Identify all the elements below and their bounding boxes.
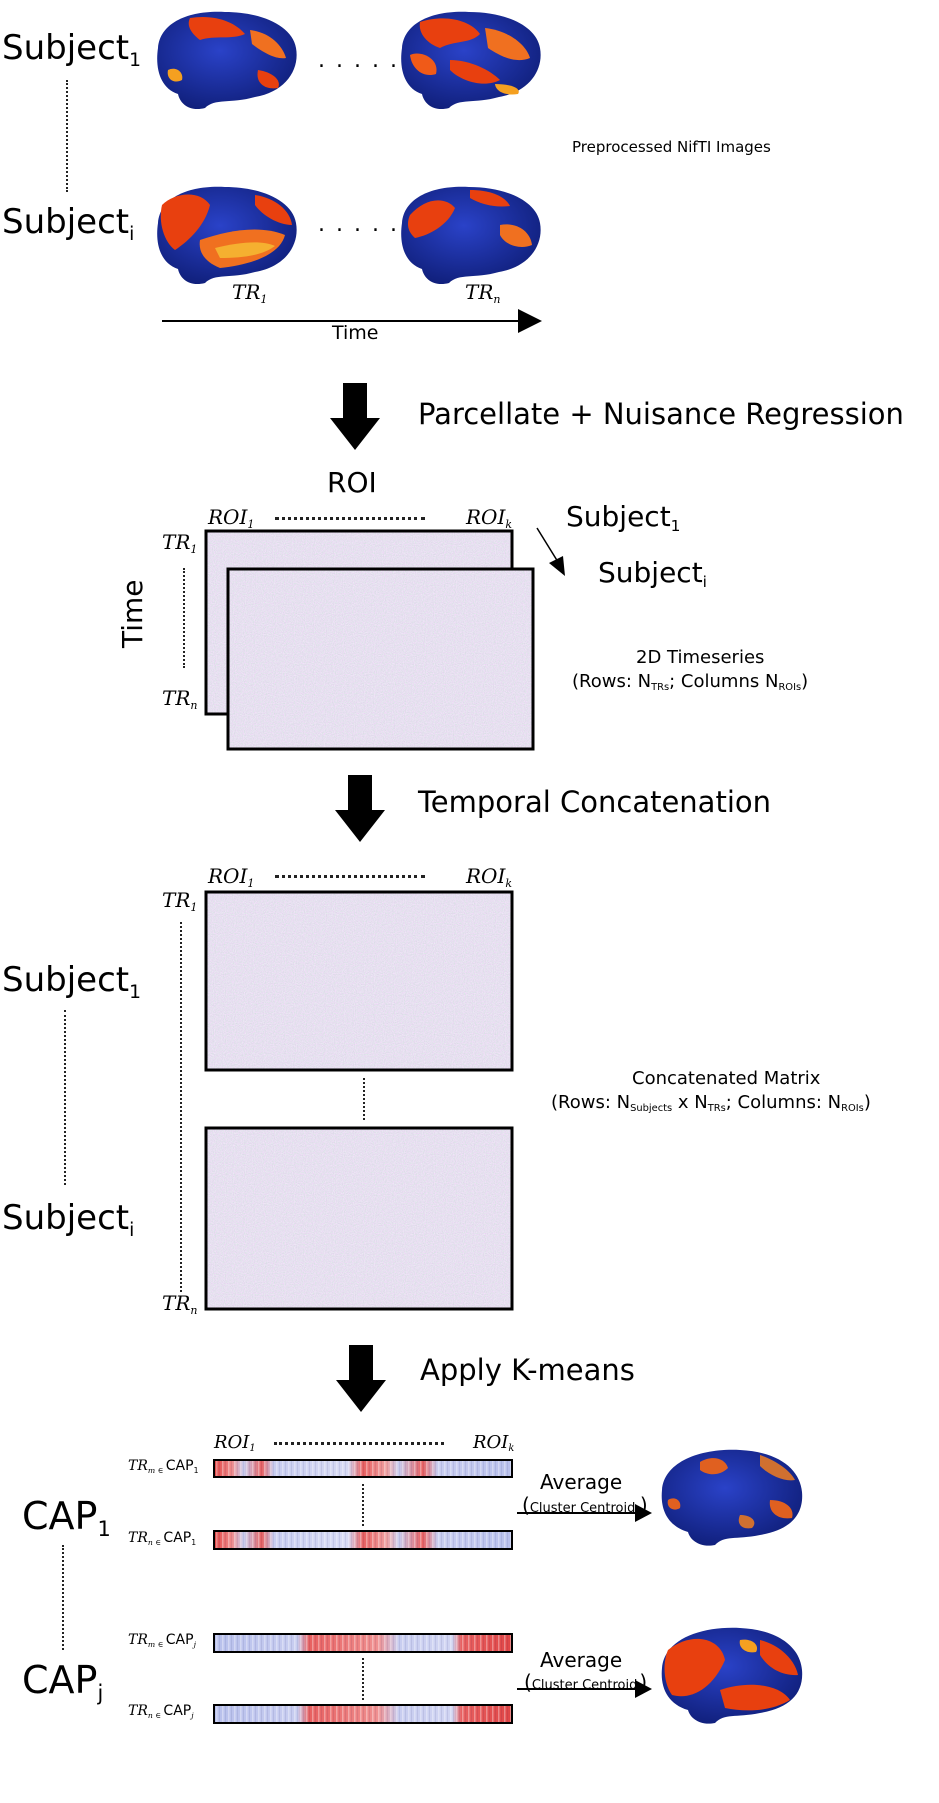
- brain-subject1-tr1: [157, 11, 297, 110]
- cap1-row-n-label: TRn ∈ CAP1: [128, 1530, 197, 1547]
- subject-stack-arrow: [536, 527, 559, 563]
- step-parcellate-label: Parcellate + Nuisance Regression: [418, 397, 904, 431]
- down-arrow-3: [336, 1345, 386, 1412]
- s2-roi-first-label: ROI1: [208, 505, 255, 531]
- average-label-1: Average: [540, 1470, 623, 1494]
- subject-vertical-dots: [66, 80, 70, 192]
- tr-last-label: TRn: [465, 280, 501, 306]
- section1-subject-last-label: Subjecti: [2, 202, 135, 245]
- tr-horizontal-dots-2: . . . . .: [318, 212, 399, 237]
- time-axis-label: Time: [332, 322, 379, 344]
- s3-tr-first-label: TR1: [162, 888, 198, 914]
- tr-horizontal-dots-1: . . . . .: [318, 48, 399, 73]
- concat-caption-title: Concatenated Matrix: [632, 1068, 821, 1089]
- brain-capj-centroid: [661, 1627, 803, 1724]
- s3-block-dots: [363, 1078, 367, 1120]
- capj-row-m: [213, 1633, 513, 1653]
- s3-roi-dots: [275, 875, 425, 880]
- s2-subject-first-label: Subject1: [566, 500, 681, 536]
- average-label-2: Average: [540, 1648, 623, 1672]
- cap1-row-m: [213, 1459, 513, 1478]
- timeseries-caption-dims: (Rows: NTRs; Columns NROIs): [572, 671, 809, 694]
- s4-roi-last-label: ROIk: [473, 1432, 515, 1455]
- timeseries-matrix-front: [226, 567, 535, 751]
- s3-roi-last-label: ROIk: [466, 864, 513, 890]
- time-axis-arrowhead: [518, 309, 542, 333]
- cap1-row-dots: [362, 1484, 366, 1526]
- cap-last-label: CAPj: [22, 1658, 104, 1706]
- centroid-label-2: (Cluster Centroidj): [524, 1670, 648, 1694]
- s3-tr-last-label: TRn: [162, 1291, 198, 1317]
- cap1-row-n: [213, 1530, 513, 1550]
- brain-subject-i-trn: [401, 186, 541, 285]
- down-arrow-2: [335, 775, 385, 842]
- s2-roi-last-label: ROIk: [466, 505, 513, 531]
- preprocessed-caption: Preprocessed NifTI Images: [572, 138, 771, 156]
- s2-tr-first-label: TR1: [162, 530, 198, 556]
- brain-cap1-centroid: [661, 1449, 803, 1546]
- concat-matrix-bottom: [204, 1126, 514, 1311]
- s2-tr-dots: [183, 568, 187, 668]
- s3-subject-last-label: Subjecti: [2, 1198, 135, 1241]
- s3-subject-first-label: Subject1: [2, 960, 141, 1003]
- capj-row-m-label: TRm ∈ CAPj: [128, 1632, 196, 1649]
- s2-roi-dots: [275, 517, 425, 522]
- tr-first-label: TR1: [232, 280, 268, 306]
- roi-header: ROI: [327, 466, 377, 499]
- cap1-row-m-label: TRm ∈ CAP1: [128, 1458, 199, 1475]
- cap-vertical-dots: [62, 1545, 66, 1650]
- concat-caption-dims: (Rows: NSubjects x NTRs; Columns: NROIs): [551, 1092, 871, 1115]
- s3-tr-dots: [180, 922, 184, 1292]
- capj-row-n-label: TRn ∈ CAPj: [128, 1703, 194, 1720]
- s4-roi-first-label: ROI1: [214, 1432, 256, 1455]
- cap-first-label: CAP1: [22, 1494, 111, 1542]
- concat-matrix-top: [204, 890, 514, 1072]
- s4-roi-dots: [274, 1442, 444, 1447]
- s3-roi-first-label: ROI1: [208, 864, 255, 890]
- down-arrow-1: [330, 383, 380, 450]
- s2-subject-last-label: Subjecti: [598, 556, 707, 592]
- capj-row-dots: [362, 1658, 366, 1700]
- section1-subject-first-label: Subject1: [2, 28, 141, 71]
- centroid-label-1: (Cluster Centroid1): [522, 1493, 648, 1517]
- brain-subject-i-tr1: [157, 186, 297, 285]
- timeseries-caption-title: 2D Timeseries: [636, 647, 765, 668]
- capj-row-n: [213, 1704, 513, 1724]
- s3-subject-dots: [64, 1010, 68, 1185]
- time-axis-vertical-label: Time: [116, 579, 149, 648]
- step-kmeans-label: Apply K-means: [420, 1353, 635, 1387]
- brain-subject1-trn: [401, 11, 541, 110]
- step-concatenation-label: Temporal Concatenation: [418, 785, 771, 819]
- s2-tr-last-label: TRn: [162, 686, 198, 712]
